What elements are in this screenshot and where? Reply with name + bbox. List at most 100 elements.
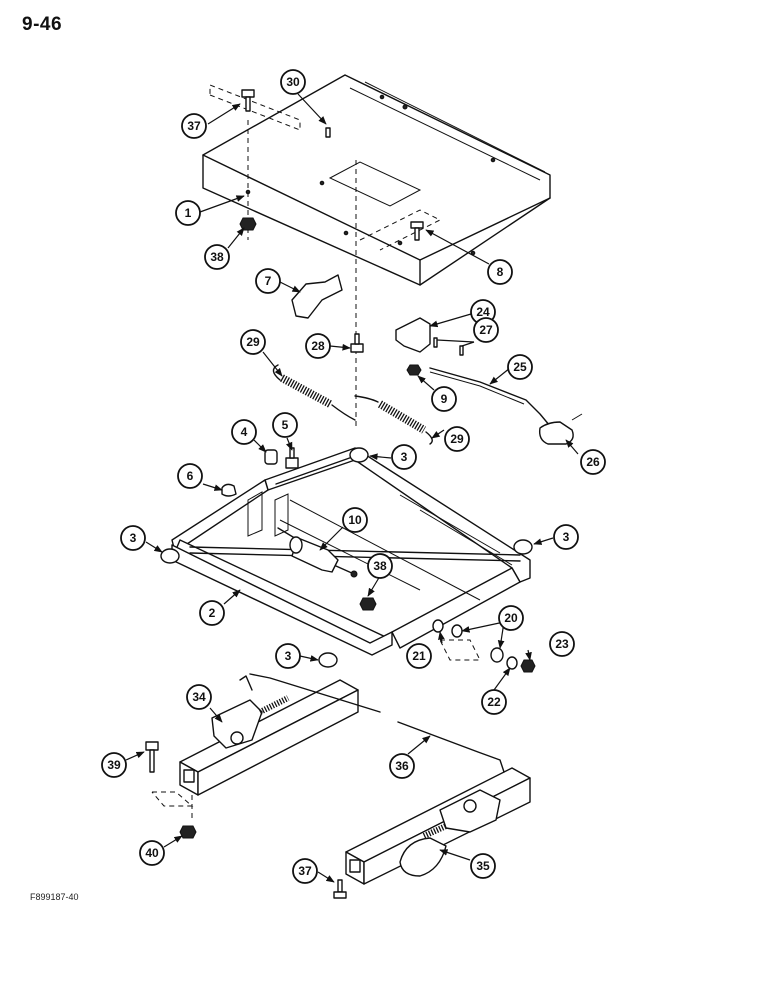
svg-text:22: 22: [487, 695, 501, 709]
svg-text:21: 21: [412, 649, 426, 663]
svg-text:3: 3: [401, 450, 408, 464]
svg-text:1: 1: [185, 206, 192, 220]
callout-5: 5: [272, 412, 298, 438]
leaders: [125, 93, 579, 883]
callout-39: 39: [101, 752, 127, 778]
washer-20a: [451, 624, 463, 638]
callout-30: 30: [280, 69, 306, 95]
callout-20: 20: [498, 605, 524, 631]
link-rod-36: [249, 673, 381, 713]
pin-27b: [459, 345, 464, 356]
bushing-right: [513, 539, 533, 555]
callout-36: 36: [389, 753, 415, 779]
svg-text:35: 35: [476, 859, 490, 873]
spring-right: [354, 395, 433, 445]
svg-text:8: 8: [497, 265, 504, 279]
callout-7: 7: [255, 268, 281, 294]
svg-text:3: 3: [130, 531, 137, 545]
callout-29-right: 29: [444, 426, 470, 452]
washer-22: [506, 656, 518, 670]
svg-text:26: 26: [586, 455, 600, 469]
callout-1: 1: [175, 200, 201, 226]
svg-text:3: 3: [563, 530, 570, 544]
bolt-bottom: [333, 879, 347, 899]
svg-text:39: 39: [107, 758, 121, 772]
svg-text:29: 29: [246, 335, 260, 349]
bracket-24: [395, 317, 431, 353]
callout-38-frame: 38: [367, 553, 393, 579]
seat-plate: [202, 74, 551, 430]
bolt-5: [285, 447, 299, 469]
svg-text:3: 3: [285, 649, 292, 663]
bushing-bottom: [318, 652, 338, 668]
bushing-4: [264, 449, 278, 465]
svg-text:20: 20: [504, 611, 518, 625]
bolt-28: [350, 333, 364, 353]
callout-27: 27: [473, 317, 499, 343]
callout-38-top: 38: [204, 244, 230, 270]
callout-3-left: 3: [120, 525, 146, 551]
clip-6: [221, 483, 237, 497]
svg-text:23: 23: [555, 637, 569, 651]
bolt-8: [410, 221, 424, 241]
rail-left: [179, 675, 359, 796]
svg-text:38: 38: [373, 559, 387, 573]
slide-frame: [171, 447, 531, 656]
callout-28: 28: [305, 333, 331, 359]
svg-text:34: 34: [192, 690, 206, 704]
callout-40: 40: [139, 840, 165, 866]
nut-9: [406, 364, 422, 376]
damper-10: [277, 527, 358, 578]
callout-34: 34: [186, 684, 212, 710]
rod-25: [429, 367, 551, 427]
callout-3-top: 3: [391, 444, 417, 470]
callout-22: 22: [481, 689, 507, 715]
knob-26: [538, 421, 574, 445]
bushing-top: [349, 447, 369, 463]
callout-26: 26: [580, 449, 606, 475]
svg-text:10: 10: [348, 513, 362, 527]
callout-9: 9: [431, 386, 457, 412]
nut-40: [179, 825, 197, 839]
svg-text:2: 2: [209, 606, 216, 620]
spring-left: [272, 364, 356, 421]
bushing-left: [160, 548, 180, 564]
svg-text:25: 25: [513, 360, 527, 374]
svg-text:5: 5: [282, 418, 289, 432]
svg-text:6: 6: [187, 469, 194, 483]
washer-21: [432, 619, 444, 633]
bolt-39: [145, 741, 159, 773]
nut-frame: [359, 597, 377, 611]
svg-text:37: 37: [187, 119, 201, 133]
svg-text:36: 36: [395, 759, 409, 773]
svg-text:9: 9: [441, 392, 448, 406]
callout-25: 25: [507, 354, 533, 380]
callout-35: 35: [470, 853, 496, 879]
callout-37-top: 37: [181, 113, 207, 139]
page-number: 9-46: [22, 14, 63, 35]
callout-6: 6: [177, 463, 203, 489]
bolt-top: [241, 89, 255, 112]
callout-23: 23: [549, 631, 575, 657]
svg-text:4: 4: [241, 425, 248, 439]
callout-10: 10: [342, 507, 368, 533]
rail-right: [345, 767, 531, 885]
nut-23: [520, 659, 536, 673]
svg-text:28: 28: [311, 339, 325, 353]
pin-27a: [433, 337, 438, 348]
svg-text:7: 7: [265, 274, 272, 288]
svg-text:38: 38: [210, 250, 224, 264]
svg-text:27: 27: [479, 323, 493, 337]
washer-20b: [490, 647, 504, 663]
callout-8: 8: [487, 259, 513, 285]
svg-text:29: 29: [450, 432, 464, 446]
svg-text:40: 40: [145, 846, 159, 860]
callout-29-left: 29: [240, 329, 266, 355]
callout-21: 21: [406, 643, 432, 669]
nut-top: [239, 217, 257, 231]
callout-3-bottom: 3: [275, 643, 301, 669]
callout-4: 4: [231, 419, 257, 445]
svg-text:24: 24: [476, 305, 490, 319]
svg-text:37: 37: [298, 864, 312, 878]
